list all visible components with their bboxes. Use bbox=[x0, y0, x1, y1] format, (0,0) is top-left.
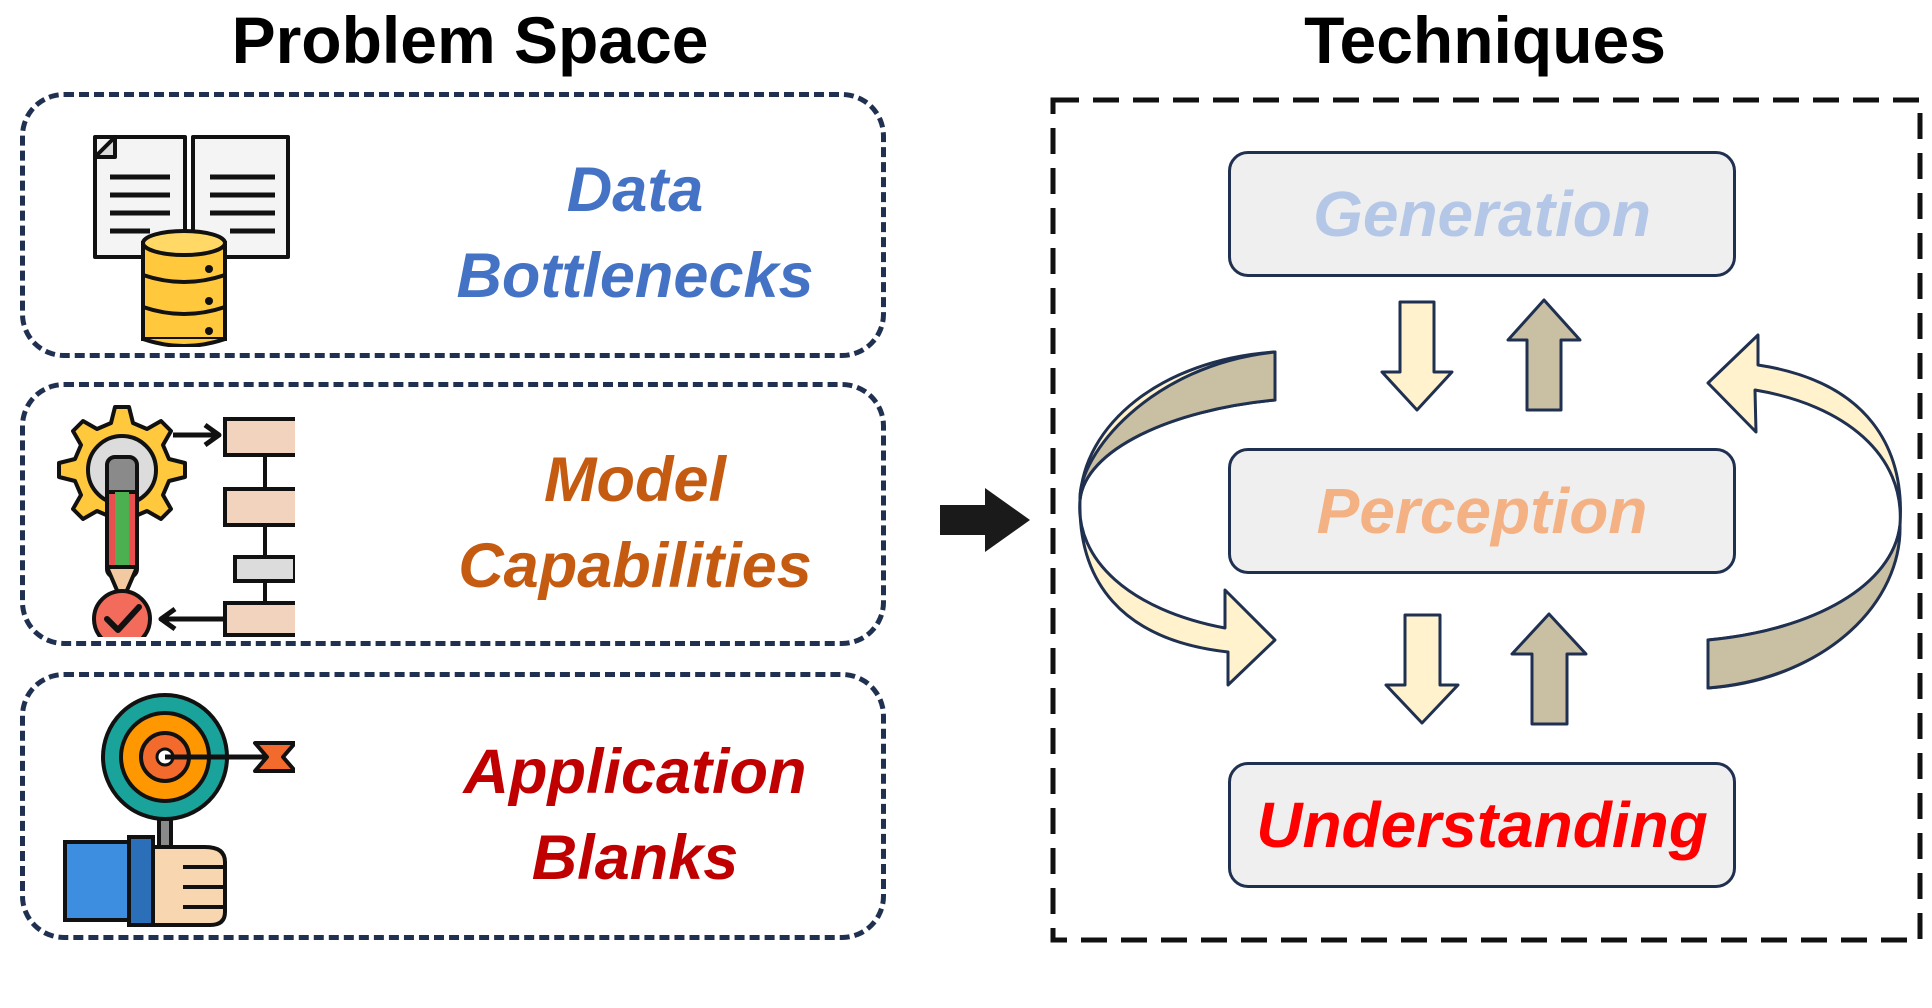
perception-label: Perception bbox=[1316, 475, 1648, 547]
data-bottlenecks-line2: Bottlenecks bbox=[456, 241, 814, 311]
down-arrow-icon bbox=[1380, 300, 1454, 412]
techniques-frame bbox=[1050, 97, 1923, 943]
model-capabilities-box: Model Capabilities bbox=[20, 382, 886, 646]
model-capabilities-line2: Capabilities bbox=[458, 531, 812, 601]
data-bottlenecks-label: Data Bottlenecks bbox=[395, 147, 875, 319]
data-bottlenecks-box: Data Bottlenecks bbox=[20, 92, 886, 358]
document-database-icon bbox=[93, 135, 290, 347]
application-blanks-label: Application Blanks bbox=[395, 729, 875, 901]
model-capabilities-label: Model Capabilities bbox=[395, 437, 875, 609]
down-arrow-icon bbox=[1384, 613, 1460, 725]
application-blanks-line2: Blanks bbox=[531, 823, 739, 893]
up-arrow-icon bbox=[1510, 612, 1588, 726]
techniques-title: Techniques bbox=[1304, 3, 1666, 77]
data-bottlenecks-line1: Data bbox=[566, 155, 704, 225]
generation-label: Generation bbox=[1313, 178, 1651, 250]
understanding-label: Understanding bbox=[1256, 789, 1708, 861]
target-hand-icon bbox=[63, 693, 295, 927]
perception-box: Perception bbox=[1228, 448, 1736, 574]
up-arrow-icon bbox=[1506, 298, 1582, 412]
problem-space-title: Problem Space bbox=[231, 3, 709, 77]
model-capabilities-line1: Model bbox=[544, 445, 726, 515]
application-blanks-line1: Application bbox=[463, 737, 807, 807]
application-blanks-box: Application Blanks bbox=[20, 672, 886, 940]
right-arrow-icon bbox=[940, 488, 1030, 552]
generation-box: Generation bbox=[1228, 151, 1736, 277]
gear-flowchart-icon bbox=[57, 405, 295, 637]
understanding-box: Understanding bbox=[1228, 762, 1736, 888]
